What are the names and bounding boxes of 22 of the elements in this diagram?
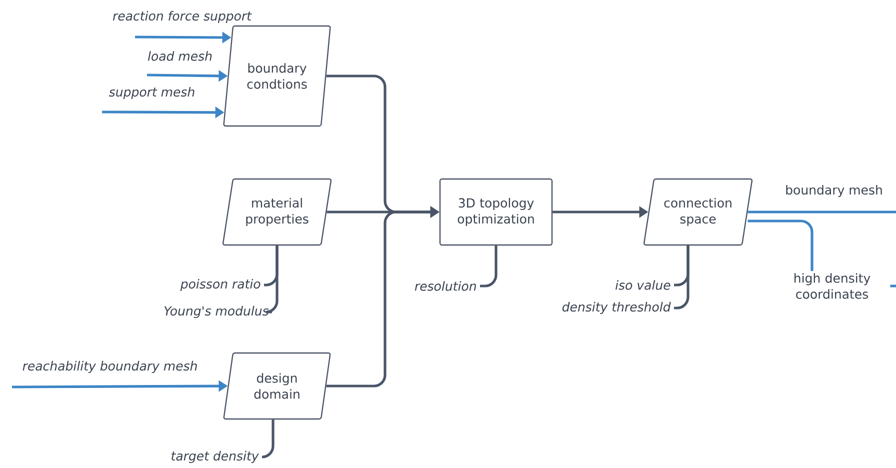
- edge-label: boundary mesh: [784, 184, 884, 198]
- parameter-label: resolution: [414, 281, 476, 291]
- parameter-label: density threshold: [562, 302, 671, 314]
- parallelogram-box: material properties: [222, 178, 332, 246]
- parameter-label: iso value: [616, 280, 670, 290]
- leader-line: [264, 246, 278, 314]
- edge-label: load mesh: [146, 50, 214, 62]
- edge-label: support mesh: [108, 86, 196, 100]
- edge-label: reachability boundary mesh: [21, 360, 199, 374]
- parameter-label: Young's modulus: [164, 306, 269, 318]
- output-label: high density coordinates: [794, 273, 870, 299]
- parameter-label: target density: [172, 450, 259, 464]
- connector-line: [748, 210, 896, 214]
- leader-line: [260, 420, 274, 458]
- parallelogram-box: design domain: [223, 352, 331, 420]
- parallelogram-box: connection space: [643, 178, 753, 246]
- process-box: 3D topology optimization: [439, 178, 553, 246]
- parameter-label: poisson ratio: [180, 278, 260, 292]
- parallelogram-box: boundary condtions: [223, 25, 331, 127]
- connector-line: [748, 220, 814, 271]
- connector-line: [890, 284, 896, 288]
- edge-label: reaction force support: [112, 10, 252, 24]
